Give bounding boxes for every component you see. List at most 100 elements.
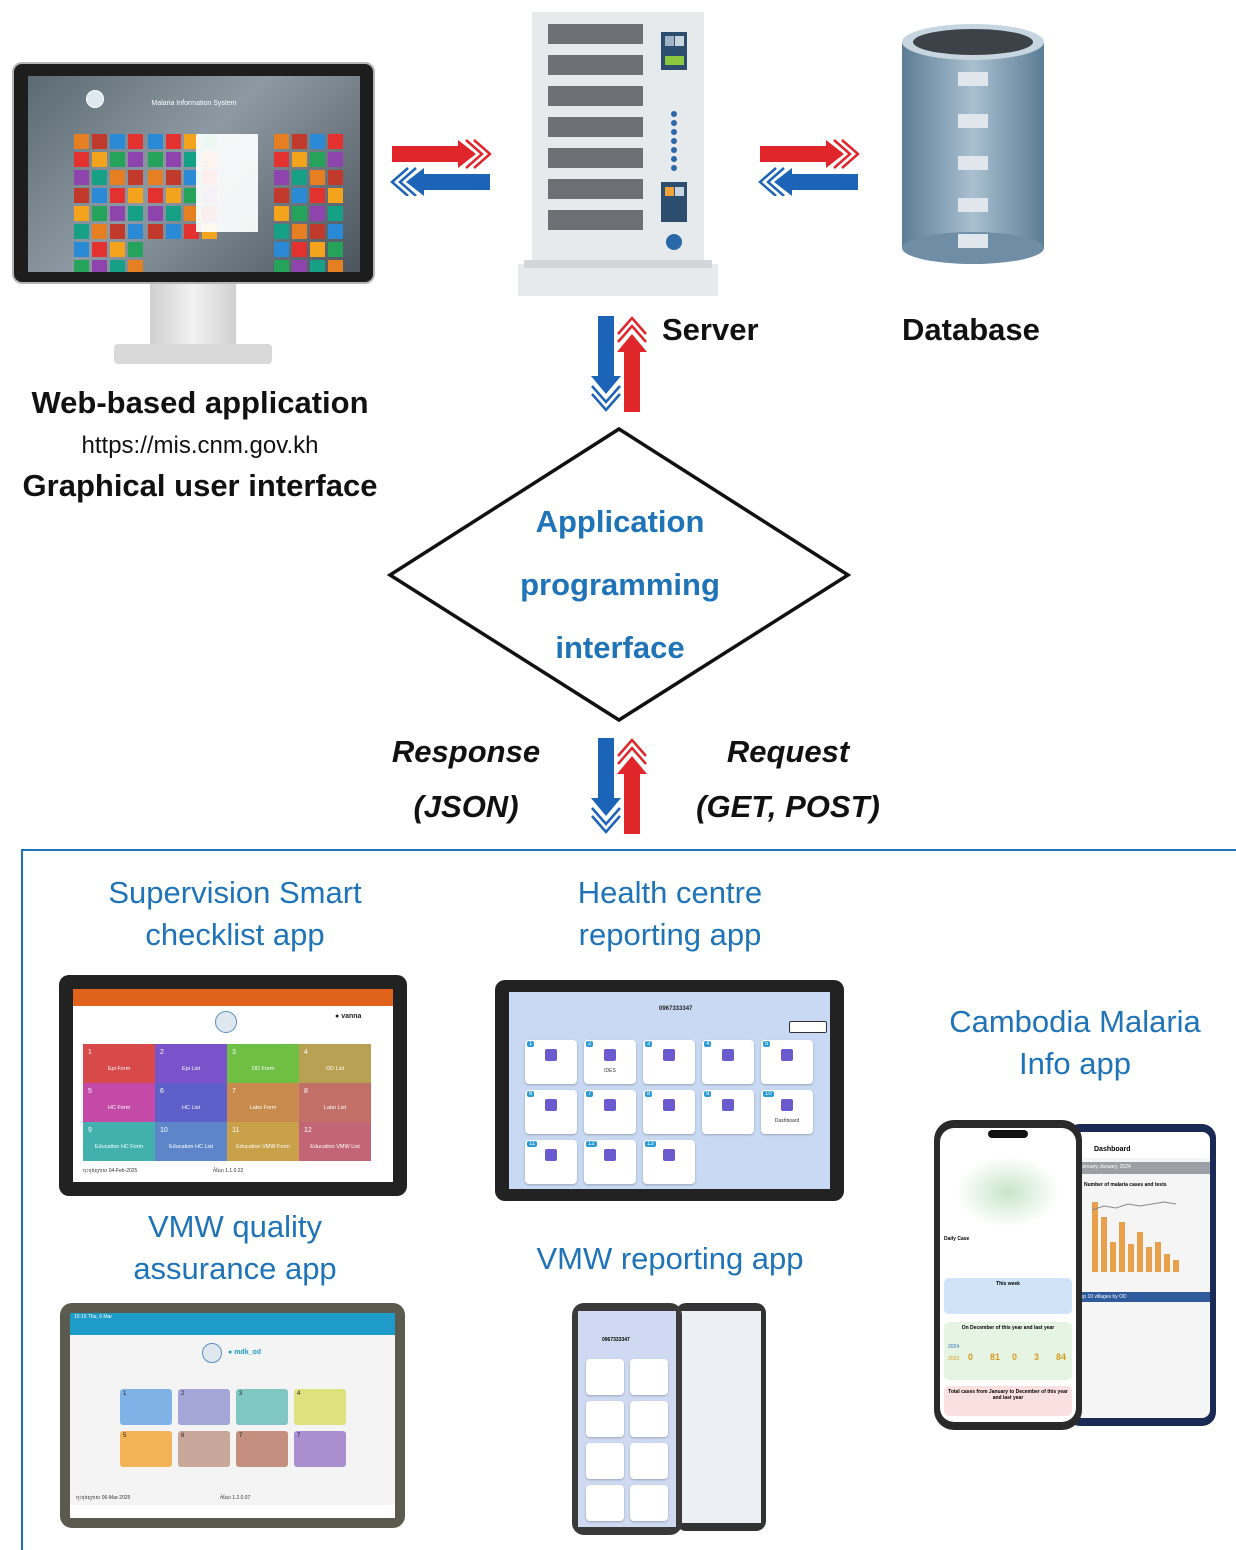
mis-app-tile[interactable]: [292, 152, 307, 167]
mis-app-tile[interactable]: [74, 224, 89, 239]
mis-app-tile[interactable]: [184, 224, 199, 239]
mis-app-tile[interactable]: [310, 152, 325, 167]
vmwr-card[interactable]: [630, 1401, 668, 1437]
mis-app-tile[interactable]: [292, 224, 307, 239]
mis-app-tile[interactable]: [92, 242, 107, 257]
mis-app-tile[interactable]: [292, 134, 307, 149]
mis-app-tile[interactable]: [274, 224, 289, 239]
hc-card[interactable]: 13: [643, 1140, 695, 1184]
mis-app-tile[interactable]: [166, 188, 181, 203]
mis-app-tile[interactable]: [310, 206, 325, 221]
mis-app-tile[interactable]: [310, 134, 325, 149]
mis-app-tile[interactable]: [292, 242, 307, 257]
mis-app-tile[interactable]: [110, 224, 125, 239]
hc-card[interactable]: 4: [702, 1040, 754, 1084]
hc-card[interactable]: 5: [761, 1040, 813, 1084]
mis-app-tile[interactable]: [148, 188, 163, 203]
mis-app-tile[interactable]: [166, 206, 181, 221]
hc-card[interactable]: 8: [643, 1090, 695, 1134]
vmwr-card[interactable]: [586, 1485, 624, 1521]
cmi-period-select[interactable]: January-January, 2024: [1074, 1162, 1210, 1174]
vmwqa-tile[interactable]: 4: [294, 1389, 346, 1425]
mis-app-tile[interactable]: [74, 170, 89, 185]
vmwqa-tile[interactable]: 6: [178, 1431, 230, 1467]
mis-app-tile[interactable]: [92, 134, 107, 149]
hc-card[interactable]: 11: [525, 1140, 577, 1184]
vmwqa-tile[interactable]: 7: [236, 1431, 288, 1467]
mis-app-tile[interactable]: [92, 206, 107, 221]
mis-app-tile[interactable]: [110, 134, 125, 149]
mis-app-tile[interactable]: [328, 152, 343, 167]
mis-app-tile[interactable]: [74, 242, 89, 257]
mis-app-tile[interactable]: [328, 206, 343, 221]
mis-app-tile[interactable]: [292, 260, 307, 272]
mis-app-tile[interactable]: [184, 206, 199, 221]
mis-app-tile[interactable]: [74, 260, 89, 272]
vmwr-card[interactable]: [586, 1359, 624, 1395]
mis-app-tile[interactable]: [274, 260, 289, 272]
mis-app-tile[interactable]: [148, 170, 163, 185]
vmwqa-tile[interactable]: 1: [120, 1389, 172, 1425]
mis-app-tile[interactable]: [92, 260, 107, 272]
mis-app-tile[interactable]: [110, 260, 125, 272]
mis-app-tile[interactable]: [292, 206, 307, 221]
mis-app-tile[interactable]: [74, 206, 89, 221]
mis-app-tile[interactable]: [128, 134, 143, 149]
mis-app-tile[interactable]: [128, 170, 143, 185]
mis-app-tile[interactable]: [110, 188, 125, 203]
mis-app-tile[interactable]: [92, 224, 107, 239]
mis-app-tile[interactable]: [292, 188, 307, 203]
mis-app-tile[interactable]: [310, 260, 325, 272]
mis-app-tile[interactable]: [110, 206, 125, 221]
mis-app-tile[interactable]: [148, 134, 163, 149]
vmwr-card[interactable]: [630, 1359, 668, 1395]
mis-app-tile[interactable]: [274, 152, 289, 167]
vmwqa-tile[interactable]: 5: [120, 1431, 172, 1467]
vmwr-card[interactable]: [586, 1443, 624, 1479]
mis-app-tile[interactable]: [328, 224, 343, 239]
mis-app-tile[interactable]: [148, 206, 163, 221]
mis-app-tile[interactable]: [328, 242, 343, 257]
hc-card[interactable]: 3: [643, 1040, 695, 1084]
mis-app-tile[interactable]: [128, 224, 143, 239]
mis-app-tile[interactable]: [184, 170, 199, 185]
mis-app-tile[interactable]: [274, 170, 289, 185]
mis-app-tile[interactable]: [184, 152, 199, 167]
mis-app-tile[interactable]: [110, 242, 125, 257]
mis-app-tile[interactable]: [274, 206, 289, 221]
mis-app-tile[interactable]: [110, 170, 125, 185]
mis-app-tile[interactable]: [328, 134, 343, 149]
vmwr-card[interactable]: [630, 1443, 668, 1479]
mis-app-tile[interactable]: [74, 134, 89, 149]
mis-app-tile[interactable]: [292, 170, 307, 185]
mis-app-tile[interactable]: [74, 188, 89, 203]
mis-app-tile[interactable]: [92, 152, 107, 167]
mis-app-tile[interactable]: [328, 260, 343, 272]
vmwqa-tile[interactable]: 7: [294, 1431, 346, 1467]
mis-app-tile[interactable]: [148, 152, 163, 167]
mis-app-tile[interactable]: [328, 170, 343, 185]
vmwqa-tile[interactable]: 3: [236, 1389, 288, 1425]
mis-app-tile[interactable]: [310, 170, 325, 185]
mis-app-tile[interactable]: [328, 188, 343, 203]
mis-app-tile[interactable]: [166, 224, 181, 239]
mis-app-tile[interactable]: [274, 188, 289, 203]
mis-app-tile[interactable]: [166, 134, 181, 149]
mis-app-tile[interactable]: [110, 152, 125, 167]
mis-app-tile[interactable]: [184, 134, 199, 149]
mis-app-tile[interactable]: [274, 134, 289, 149]
mis-app-tile[interactable]: [128, 242, 143, 257]
mis-app-tile[interactable]: [74, 152, 89, 167]
